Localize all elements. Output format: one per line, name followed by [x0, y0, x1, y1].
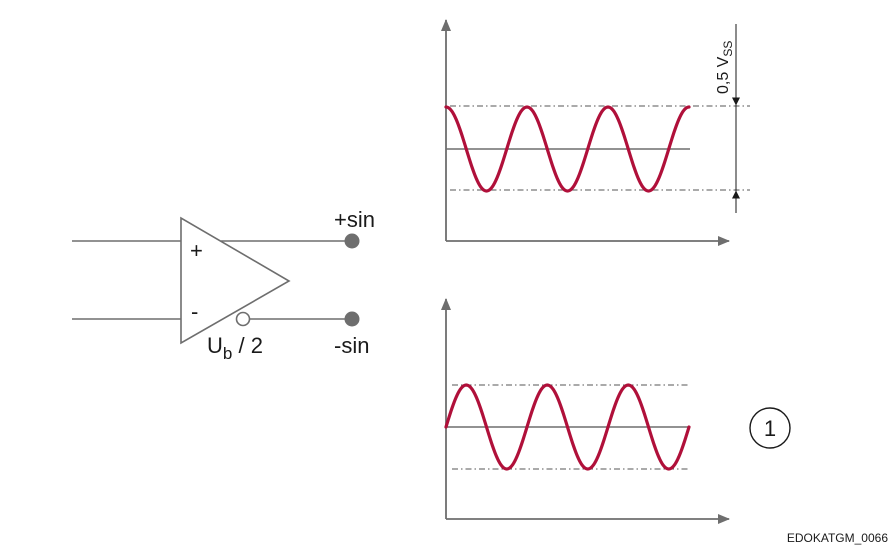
callout-marker: 1	[749, 407, 791, 449]
amplifier: + - +sin -sin Ub / 2	[72, 207, 375, 363]
amplitude-label: 0,5 VSS	[715, 41, 735, 94]
inverting-output-bubble	[235, 311, 251, 327]
amplifier-triangle	[180, 216, 291, 345]
supply-suffix: / 2	[232, 333, 263, 358]
drawing-id: EDOKATGM_0066	[787, 531, 888, 545]
sine-wave-positive	[444, 105, 691, 193]
terminal-negative	[344, 311, 360, 327]
amplitude-dimension: 0,5 VSS	[715, 24, 740, 213]
plus-input-label: +	[190, 238, 203, 263]
supply-subscript: b	[223, 344, 232, 363]
sine-wave-negative	[444, 383, 691, 471]
negative-output-label: -sin	[334, 333, 369, 358]
minus-input-label: -	[191, 299, 198, 324]
waveform-panel-positive	[441, 19, 750, 246]
terminal-positive	[344, 233, 360, 249]
positive-output-label: +sin	[334, 207, 375, 232]
callout-number: 1	[764, 416, 776, 441]
waveform-panel-negative	[441, 298, 730, 524]
callout-circle	[749, 407, 791, 449]
amplitude-label-subscript: SS	[721, 41, 735, 57]
supply-symbol: U	[207, 333, 223, 358]
amplitude-label-prefix: 0,5 V	[715, 56, 732, 94]
supply-label: Ub / 2	[207, 333, 263, 363]
